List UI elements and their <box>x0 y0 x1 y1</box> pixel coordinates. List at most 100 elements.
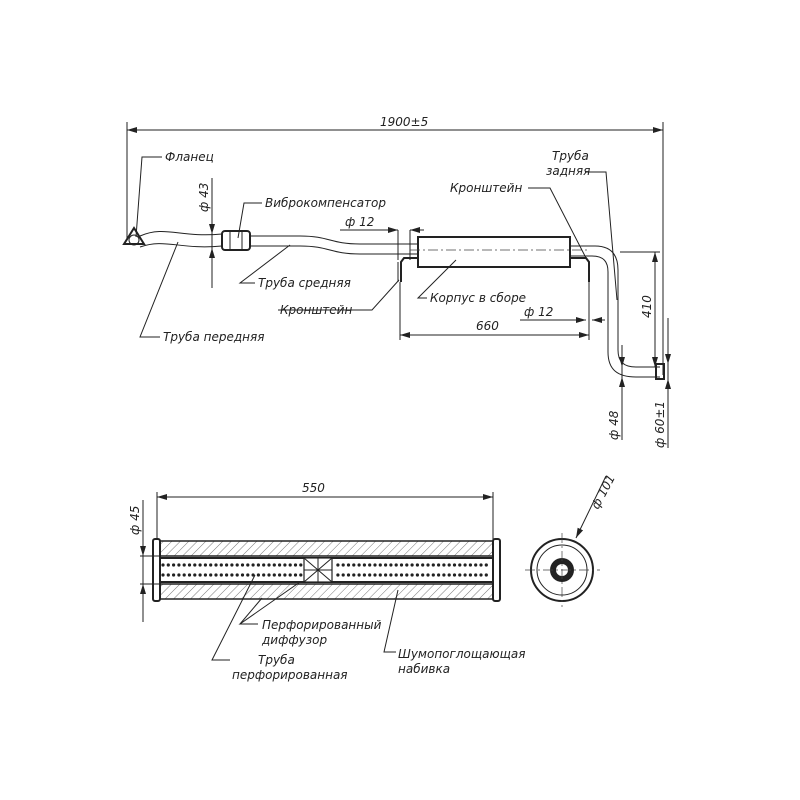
perforation-hole <box>166 563 170 567</box>
perforation-hole <box>256 563 260 567</box>
perforation-hole <box>193 563 197 567</box>
perforation-hole <box>230 573 234 577</box>
perforation-holes <box>161 563 488 577</box>
perforation-hole <box>362 573 366 577</box>
perforation-hole <box>187 563 192 567</box>
perforation-hole <box>198 563 202 567</box>
dimension-dia-43: ф 43 <box>197 178 215 288</box>
perforation-hole <box>288 573 292 577</box>
rear-bracket <box>570 257 590 282</box>
length-550-label: 550 <box>302 481 325 495</box>
dia-48-label: ф 48 <box>607 410 621 440</box>
perforation-hole <box>203 573 207 577</box>
dia-43-label: ф 43 <box>197 183 211 212</box>
rear-bracket-label: Кронштейн <box>450 181 522 195</box>
perforation-hole <box>209 573 213 577</box>
rear-pipe-label-line2: задняя <box>546 164 590 178</box>
perforation-hole <box>182 563 186 567</box>
perforation-hole <box>262 563 266 567</box>
perforation-hole <box>394 573 398 577</box>
perforation-hole <box>415 563 419 567</box>
perforation-hole <box>378 573 382 577</box>
rear-pipe-label-line1: Труба <box>552 149 589 163</box>
front-pipe <box>139 230 223 248</box>
perforation-hole <box>373 563 377 567</box>
leaders-top <box>135 156 618 338</box>
perforation-hole <box>357 573 361 577</box>
perforation-hole <box>172 563 176 567</box>
perforation-hole <box>225 573 229 577</box>
front-bracket-label: Кронштейн <box>280 303 352 317</box>
perforation-hole <box>458 563 462 567</box>
end-view: ф 101 <box>525 472 618 607</box>
perforation-hole <box>458 573 462 577</box>
perforation-hole <box>437 573 441 577</box>
flange-label: Фланец <box>165 150 214 164</box>
perforation-hole <box>415 573 419 577</box>
perforation-hole <box>389 563 393 567</box>
dimension-dia-45: ф 45 <box>128 500 160 622</box>
perforation-hole <box>256 573 260 577</box>
perforation-hole <box>293 573 298 577</box>
perforation-hole <box>442 573 446 577</box>
perforation-hole <box>463 563 467 567</box>
perforation-hole <box>426 573 430 577</box>
perforation-hole <box>235 563 239 567</box>
front-bracket <box>397 257 418 282</box>
perforation-hole <box>484 563 488 567</box>
perforation-hole <box>431 573 435 577</box>
perforation-hole <box>288 563 292 567</box>
perforation-hole <box>182 573 186 577</box>
perforation-hole <box>187 573 192 577</box>
perforation-hole <box>447 573 451 577</box>
perforation-hole <box>262 573 266 577</box>
perforation-hole <box>219 563 223 567</box>
perforation-hole <box>357 563 361 567</box>
perforation-hole <box>452 563 457 567</box>
perforation-hole <box>219 573 223 577</box>
dimension-dia-12-front: ф 12 <box>340 215 424 233</box>
perforation-hole <box>209 563 213 567</box>
perforation-hole <box>161 563 165 567</box>
perforation-hole <box>336 563 340 567</box>
perforated-pipe-label-line2: перфорированная <box>232 668 348 682</box>
perforation-hole <box>426 563 430 567</box>
perforation-hole <box>346 573 351 577</box>
sound-absorbing-label-line2: набивка <box>398 662 450 676</box>
muffler-section <box>152 538 501 602</box>
perforation-hole <box>484 573 488 577</box>
middle-pipe <box>250 230 418 260</box>
perforation-hole <box>293 563 298 567</box>
perforation-hole <box>198 573 202 577</box>
muffler-housing <box>410 236 590 268</box>
perforation-hole <box>378 563 382 567</box>
perforation-hole <box>251 563 255 567</box>
dia-45-label: ф 45 <box>128 506 142 535</box>
perforation-hole <box>177 573 181 577</box>
perforated-diffuser-label-line1: Перфорированный <box>262 618 382 632</box>
rear-pipe <box>570 245 665 380</box>
perforation-hole <box>452 573 457 577</box>
perforation-hole <box>278 573 282 577</box>
overall-dimension: 1900±5 <box>126 115 664 375</box>
perforation-hole <box>203 563 207 567</box>
perforation-hole <box>474 563 478 567</box>
perforation-hole <box>272 573 276 577</box>
perforation-hole <box>410 563 414 567</box>
perforation-hole <box>240 563 245 567</box>
perforation-hole <box>405 563 409 567</box>
perforation-hole <box>341 573 345 577</box>
perforation-hole <box>384 573 388 577</box>
height-410-label: 410 <box>640 295 654 318</box>
perforation-hole <box>177 563 181 567</box>
perforation-hole <box>214 563 218 567</box>
perforation-hole <box>442 563 446 567</box>
perforation-hole <box>431 563 435 567</box>
perforation-hole <box>389 573 393 577</box>
perforation-hole <box>214 573 218 577</box>
middle-pipe-label: Труба средняя <box>258 276 351 290</box>
perforation-hole <box>225 563 229 567</box>
perforation-hole <box>240 573 245 577</box>
perforation-hole <box>368 563 372 567</box>
